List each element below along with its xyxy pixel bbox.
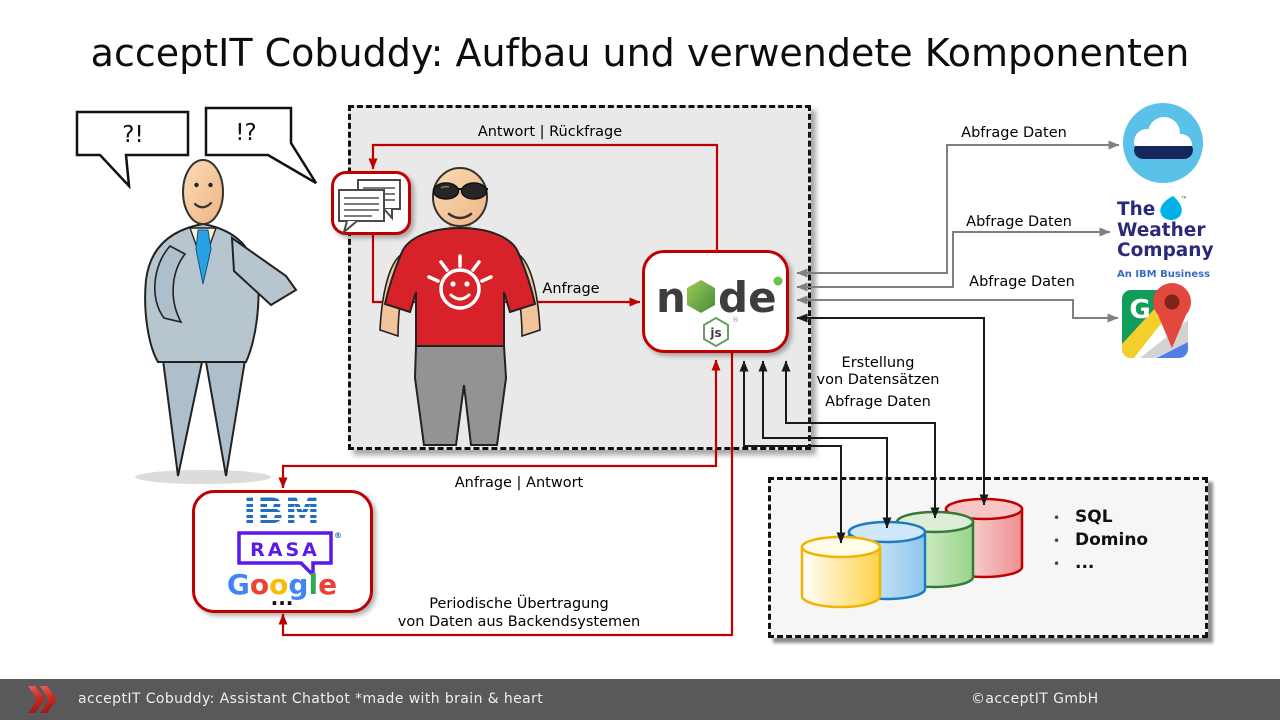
database-cylinder-yellow xyxy=(800,535,882,609)
nodejs-dot xyxy=(773,276,783,286)
svg-text:™: ™ xyxy=(1181,196,1187,203)
nodejs-js-hexagon xyxy=(703,316,729,348)
sunglasses-icon xyxy=(432,182,488,200)
cobuddy-pants xyxy=(413,345,508,446)
nodejs-text-de: de xyxy=(718,273,777,322)
footer-bar: acceptIT Cobuddy: Assistant Chatbot *mad… xyxy=(0,679,1280,720)
arrow-abfrage-maps xyxy=(796,295,1119,323)
label-anfrage: Anfrage xyxy=(542,281,600,297)
speech-bubble-left-text: ?! xyxy=(122,122,143,148)
user-arm xyxy=(154,244,187,324)
user-shadow xyxy=(135,470,271,484)
speech-bubble-right-text: !? xyxy=(235,120,256,146)
ibm-logo: IBM ® xyxy=(226,494,342,540)
list-item: •... xyxy=(1053,553,1095,573)
user-head xyxy=(182,159,224,225)
label-anfrage-antwort: Anfrage | Antwort xyxy=(454,475,584,491)
label-abfrage-cloud: Abfrage Daten xyxy=(961,125,1067,141)
label-antwort-rueckfrage: Antwort | Rückfrage xyxy=(477,124,623,140)
weather-droplet-icon: ™ xyxy=(1160,196,1187,220)
weather-company-logo: The ™ Weather Company An IBM Business xyxy=(1117,196,1237,285)
weather-line3: Company xyxy=(1117,240,1214,261)
gmaps-g-letter: G xyxy=(1129,295,1150,325)
weather-line2: Weather xyxy=(1117,219,1206,241)
footer-right-text: ©acceptIT GmbH xyxy=(971,691,1099,707)
gmaps-pin-icon xyxy=(1153,283,1191,348)
nodejs-registered-mark: ® xyxy=(732,316,739,324)
label-periodische-uebertragung: Periodische Übertragung von Daten aus Ba… xyxy=(397,596,641,630)
nodejs-text-n: n xyxy=(656,273,686,322)
arrow-db-yellow xyxy=(739,360,846,544)
footer-left-text: acceptIT Cobuddy: Assistant Chatbot *mad… xyxy=(78,691,544,707)
arrow-anfrage xyxy=(371,231,641,307)
user-tie xyxy=(195,229,212,285)
tshirt-smiley-icon xyxy=(427,254,493,310)
arrow-abfrage-weather xyxy=(796,227,1111,292)
arrow-antwort-rueckfrage xyxy=(368,143,719,250)
list-item: •Domino xyxy=(1053,530,1149,550)
nodejs-js-text: js xyxy=(709,326,721,340)
weather-line1: The xyxy=(1117,199,1156,220)
arrow-anfrage-antwort xyxy=(278,359,721,489)
speech-bubble-left: ?! xyxy=(75,110,190,190)
arrow-periodische-uebertragung xyxy=(278,350,734,637)
label-abfrage-maps: Abfrage Daten xyxy=(969,274,1075,290)
list-item: •SQL xyxy=(1053,507,1113,527)
speech-bubble-right: !? xyxy=(204,106,318,185)
user-arm-extended xyxy=(230,235,298,307)
user-figure xyxy=(135,159,298,484)
rasa-text: RASA xyxy=(250,539,320,561)
label-abfrage-weather: Abfrage Daten xyxy=(966,214,1072,230)
cobuddy-tshirt xyxy=(383,226,537,347)
weather-subline: An IBM Business xyxy=(1117,268,1211,280)
arrow-db-red xyxy=(796,313,989,506)
page-title: acceptIT Cobuddy: Aufbau und verwendete … xyxy=(90,31,1190,75)
label-erstellung: Erstellung von Datensätzen Abfrage Daten xyxy=(816,355,940,410)
ai-services-more: ... xyxy=(270,586,294,610)
google-logo: Google xyxy=(226,568,338,601)
backend-list: •SQL •Domino •... xyxy=(1053,506,1148,575)
cobuddy-figure xyxy=(379,167,541,446)
nodejs-hexagon xyxy=(687,280,715,313)
acceptit-logo-icon xyxy=(28,686,45,713)
